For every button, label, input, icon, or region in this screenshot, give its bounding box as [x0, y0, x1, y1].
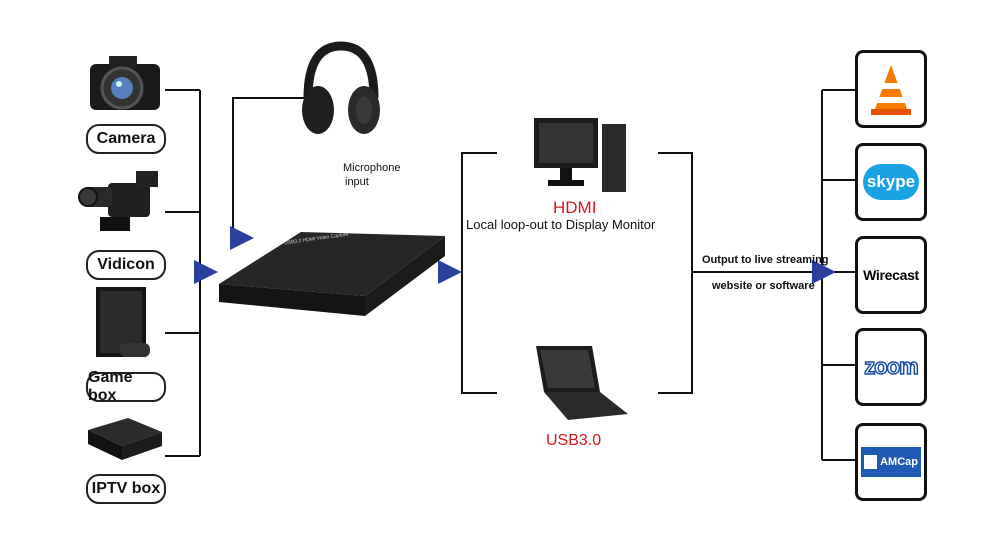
iptv-box-icon [82, 412, 166, 464]
amcap-logo [864, 455, 878, 469]
mic-label-line2: input [345, 176, 369, 188]
source-label-game-box: Game box [86, 369, 166, 404]
wirecast-name: Wirecast [863, 267, 919, 283]
amcap-name: AMCap [880, 456, 918, 468]
software-card-vlc [855, 50, 927, 128]
skype-icon: skype [863, 164, 919, 200]
camcorder-icon [78, 165, 166, 240]
software-card-wirecast: Wirecast [855, 236, 927, 314]
game-console-icon [92, 285, 156, 365]
zoom-name: zoom [864, 353, 920, 380]
software-card-zoom: zoom [855, 328, 927, 406]
source-label-iptv-box: IPTV box [86, 474, 166, 504]
hdmi-subtitle: Local loop-out to Display Monitor [466, 217, 656, 232]
mic-label-line1: Microphone [343, 162, 401, 174]
usb-title: USB3.0 [546, 432, 602, 449]
streaming-label-line1: Output to live streaming [702, 254, 829, 266]
vlc-icon [871, 65, 911, 115]
source-label-vidicon: Vidicon [86, 250, 166, 280]
software-card-skype: skype [855, 143, 927, 221]
headset-icon [298, 38, 384, 148]
hdmi-title: HDMI [553, 198, 597, 217]
camera-icon [84, 50, 164, 115]
monitor-icon [530, 110, 630, 196]
source-label-camera: Camera [86, 124, 166, 154]
software-card-amcap: AMCap [855, 423, 927, 501]
laptop-icon [530, 340, 630, 424]
skype-name: skype [866, 172, 916, 191]
streaming-label-line2: website or software [712, 280, 815, 292]
amcap-icon: AMCap [861, 447, 921, 477]
